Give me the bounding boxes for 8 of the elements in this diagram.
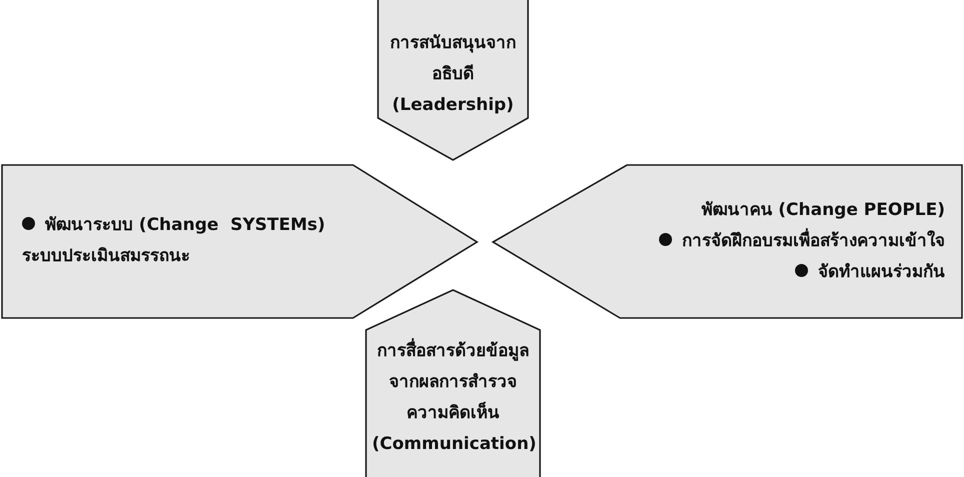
arrow-box bbox=[493, 165, 962, 318]
arrow-box bbox=[378, 0, 528, 160]
arrow-box bbox=[366, 290, 540, 477]
node-text: พัฒนาคน (Change PEOPLE) bbox=[701, 200, 945, 220]
node-text: ระบบประเมินสมรรถนะ bbox=[22, 246, 190, 266]
node-text: พัฒนาระบบ (Change SYSTEMs) bbox=[45, 215, 326, 235]
node-text: การสนับสนุนจากอธิบดี (Leadership) bbox=[390, 33, 516, 115]
node-text: จัดทำแผนร่วมกัน bbox=[818, 262, 945, 282]
